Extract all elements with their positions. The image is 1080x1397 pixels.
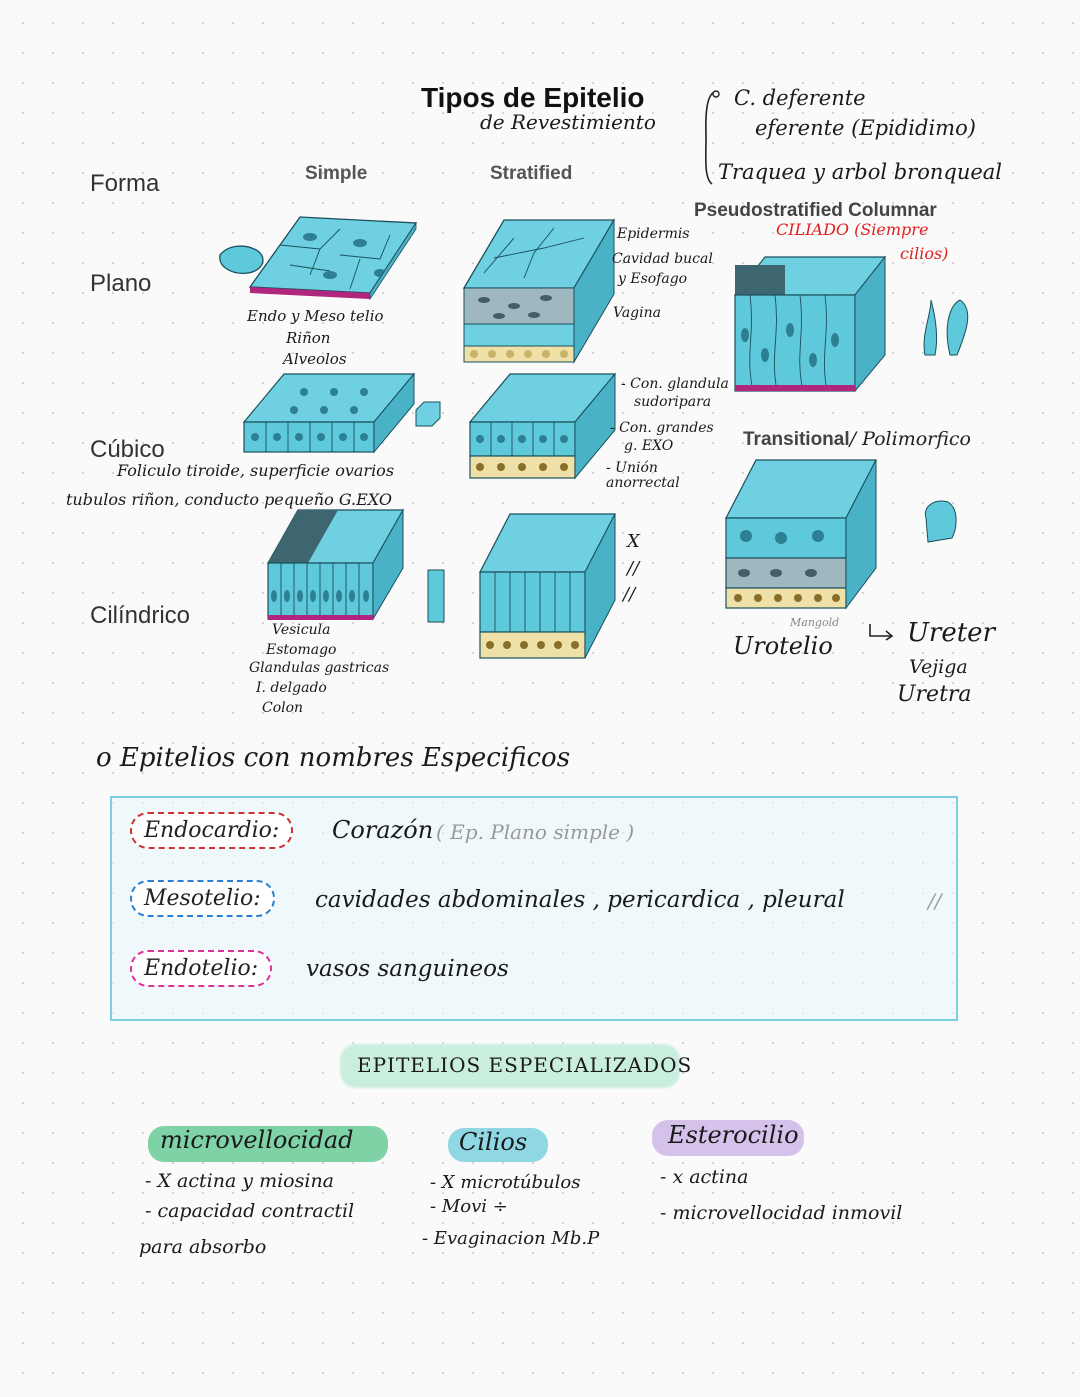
cil-strat-mark-2: // xyxy=(627,558,640,579)
transitional-title-extra: / Polimorfico xyxy=(849,428,971,450)
mesotelio-extra: // xyxy=(928,889,942,913)
esterocilio-title: Esterocilio xyxy=(668,1121,799,1149)
microvellocidad-line-2: - capacidad contractil xyxy=(145,1200,355,1222)
urotelio-label: Urotelio xyxy=(733,632,833,660)
cubico-strat-note-1: - Con. glandula xyxy=(621,376,729,392)
page-title: Tipos de Epitelio xyxy=(421,82,645,113)
col-simple: Simple xyxy=(305,163,368,184)
side-bracket xyxy=(704,90,720,185)
plano-strat-note-1: Epidermis xyxy=(617,226,690,242)
side-note-line3: Traquea y arbol bronqueal xyxy=(718,160,1003,184)
cil-simple-note-3: Glandulas gastricas xyxy=(249,660,390,676)
cubico-strat-note-4: g. EXO xyxy=(624,438,674,454)
specialized-heading: EPITELIOS ESPECIALIZADOS xyxy=(357,1053,693,1077)
simple-columnar-diagram xyxy=(266,508,445,623)
side-note-line1: C. deferente xyxy=(734,86,866,110)
specialized-heading-highlight xyxy=(340,1044,680,1088)
plano-simple-note-3: Alveolos xyxy=(283,350,347,368)
row-plano: Plano xyxy=(90,270,152,297)
tag-endocardio: Endocardio: xyxy=(130,812,294,849)
cubico-simple-note-1: Foliculo tiroide, superficie ovarios xyxy=(117,461,395,480)
cilios-title: Cilios xyxy=(459,1128,528,1156)
transitional-diagram xyxy=(725,459,957,610)
endocardio-extra: ( Ep. Plano simple ) xyxy=(436,820,635,844)
pseudo-note-2: cilios) xyxy=(900,244,949,263)
mesotelio-text: cavidades abdominales , pericardica , pl… xyxy=(315,887,845,913)
plano-simple-note-2: Riñon xyxy=(286,329,331,347)
microvellocidad-highlight xyxy=(148,1126,388,1162)
uretra-label: Uretra xyxy=(897,682,972,707)
pseudo-note-1: CILIADO (Siempre xyxy=(776,220,929,239)
cil-simple-note-4: I. delgado xyxy=(256,680,327,696)
stratified-cuboidal-diagram xyxy=(468,372,617,480)
microvellocidad-line-1: - X actina y miosina xyxy=(145,1170,335,1192)
cubico-strat-note-6: anorrectal xyxy=(606,475,680,491)
cil-strat-mark-3: // xyxy=(623,584,636,605)
transitional-title: Transitional/ Polimorfico xyxy=(743,428,971,451)
pseudo-title: Pseudostratified Columnar xyxy=(694,200,937,221)
side-note-line2: eferente (Epididimo) xyxy=(755,116,976,140)
simple-squamous-diagram xyxy=(219,216,418,301)
microvellocidad-title: microvellocidad xyxy=(160,1126,354,1154)
cil-strat-mark-1: X xyxy=(627,531,640,552)
row-cilindrico: Cilíndrico xyxy=(90,602,191,629)
cubico-strat-note-3: - Con. grandes xyxy=(610,420,714,436)
tag-endotelio: Endotelio: xyxy=(130,950,273,987)
cubico-simple-note-2: tubulos riñon, conducto pequeño G.EXO xyxy=(66,490,393,509)
cil-simple-note-5: Colon xyxy=(262,700,304,716)
esterocilio-highlight xyxy=(652,1120,804,1156)
plano-strat-note-4: Vagina xyxy=(613,305,661,321)
simple-cuboidal-diagram xyxy=(242,372,441,454)
ureter-label: Ureter xyxy=(907,618,995,648)
page-subtitle: de Revestimiento xyxy=(480,110,656,134)
pseudostratified-diagram xyxy=(733,255,969,393)
cilios-line-1: - X microtúbulos xyxy=(430,1172,581,1193)
stratified-columnar-diagram xyxy=(479,513,616,659)
plano-simple-note-1: Endo y Meso telio xyxy=(247,307,384,325)
row-cubico: Cúbico xyxy=(90,436,165,463)
cil-simple-note-2: Estomago xyxy=(266,642,337,658)
cilios-line-3: - Evaginacion Mb.P xyxy=(422,1228,600,1249)
cilios-highlight xyxy=(448,1128,548,1162)
plano-strat-note-3: y Esofago xyxy=(618,271,688,287)
esterocilio-line-2: - microvellocidad inmovil xyxy=(660,1202,903,1224)
cil-simple-note-1: Vesicula xyxy=(272,622,331,638)
plano-strat-note-2: Cavidad bucal xyxy=(612,251,713,267)
tag-mesotelio: Mesotelio: xyxy=(130,880,275,917)
transitional-title-main: Transitional xyxy=(743,429,850,450)
esterocilio-line-1: - x actina xyxy=(660,1166,749,1188)
artist-signature: Mangold xyxy=(790,616,840,629)
microvellocidad-line-3: para absorbo xyxy=(139,1236,267,1258)
label-forma: Forma xyxy=(90,170,160,197)
specific-heading: o Epitelios con nombres Especificos xyxy=(96,743,571,773)
arrow-icon xyxy=(869,624,894,641)
stratified-squamous-diagram xyxy=(462,218,616,364)
cubico-strat-note-2: sudoripara xyxy=(634,394,712,410)
endotelio-text: vasos sanguineos xyxy=(306,956,509,982)
cilios-line-2: - Movi ÷ xyxy=(430,1196,508,1217)
col-stratified: Stratified xyxy=(490,163,573,184)
vejiga-label: Vejiga xyxy=(909,656,968,678)
cubico-strat-note-5: - Unión xyxy=(606,460,658,476)
endocardio-text: Corazón xyxy=(332,816,434,844)
